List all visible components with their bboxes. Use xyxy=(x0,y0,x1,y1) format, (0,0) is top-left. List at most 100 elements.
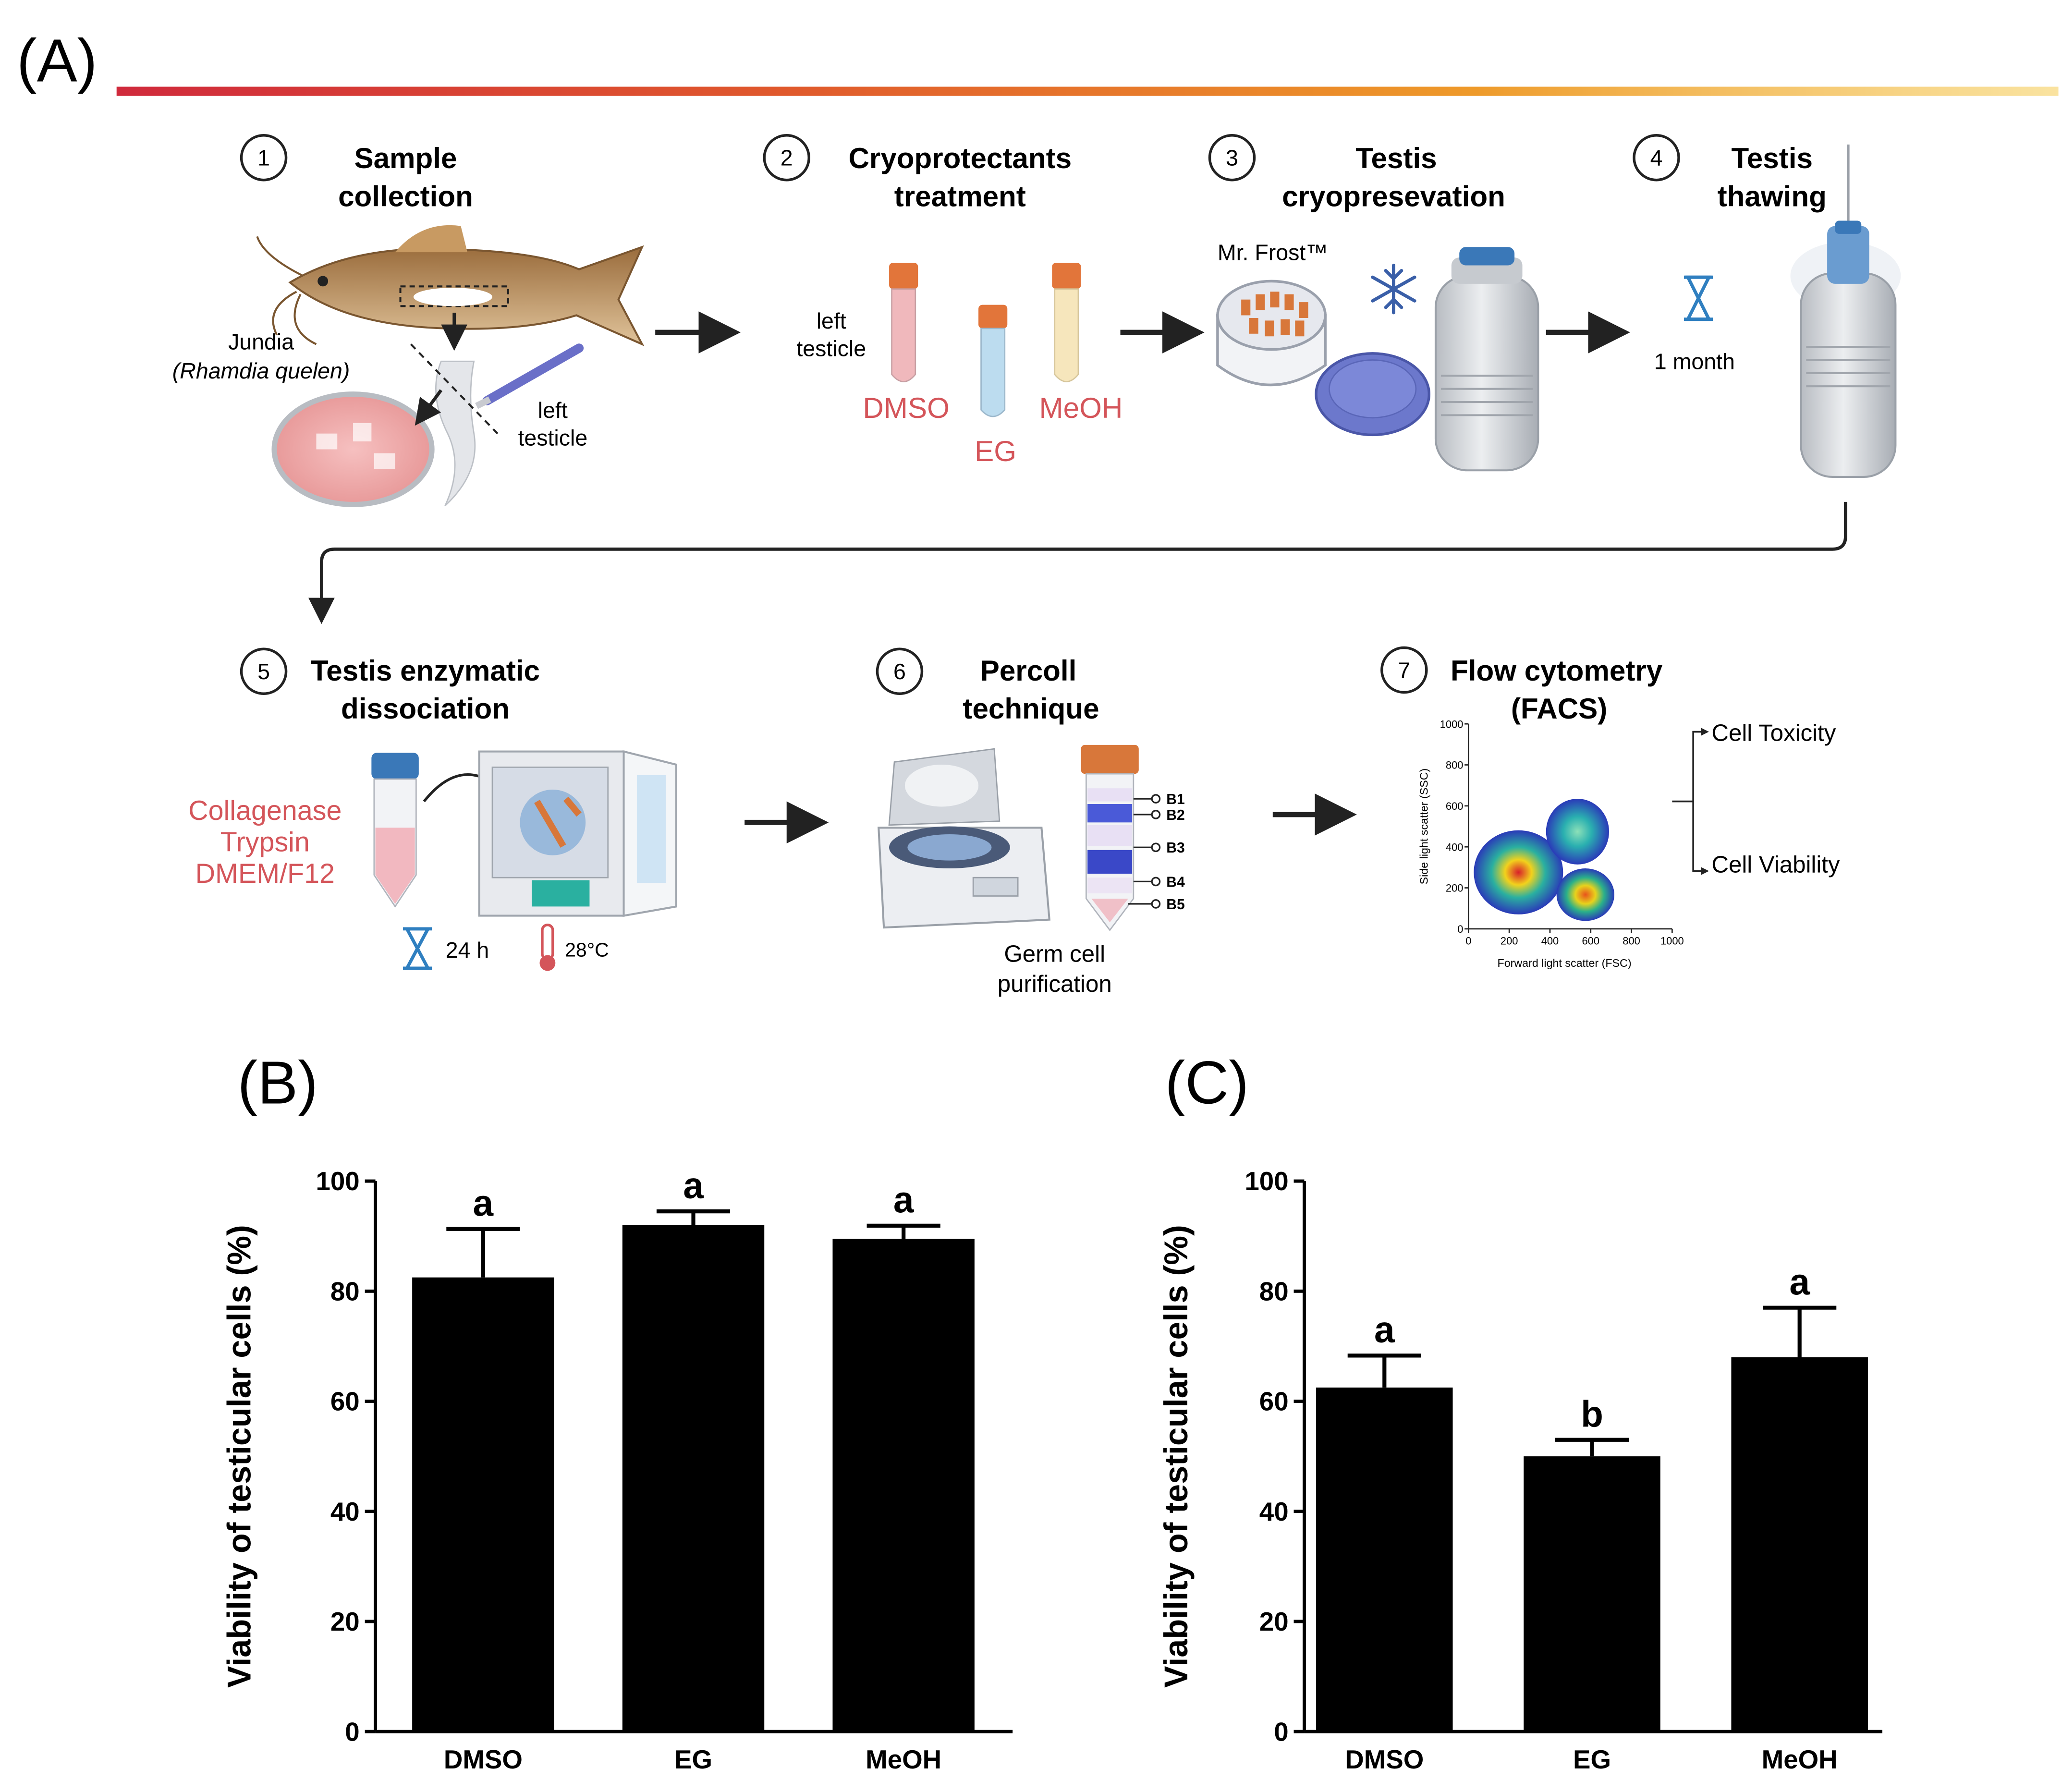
y-tick-label: 20 xyxy=(1259,1607,1289,1636)
facs-y-label: Side light scatter (SSC) xyxy=(1418,768,1430,885)
band-label: B3 xyxy=(1166,840,1184,856)
outcome-label: Cell Toxicity xyxy=(1711,720,1836,746)
y-tick-label: 100 xyxy=(1245,1166,1288,1196)
facs-x-tick-label: 1000 xyxy=(1660,935,1684,947)
step-number: 3 xyxy=(1226,146,1238,171)
tube-dmso-icon xyxy=(889,263,918,382)
step-title: Sample xyxy=(354,142,457,174)
reagent-label: DMSO xyxy=(863,392,949,424)
y-tick-label: 60 xyxy=(330,1387,360,1416)
dewar-icon xyxy=(1434,247,1539,472)
facs-x-label: Forward light scatter (FSC) xyxy=(1498,957,1632,969)
facs-x-tick-label: 600 xyxy=(1582,935,1600,947)
step-number: 2 xyxy=(781,146,793,171)
petri-dish-icon xyxy=(271,391,435,507)
fish-icon xyxy=(256,225,645,346)
step-number-badge xyxy=(1208,134,1256,182)
x-tick-label: EG xyxy=(674,1744,712,1774)
y-axis-label: Viability of testicular cells (%) xyxy=(1158,1225,1195,1688)
y-tick-label: 100 xyxy=(316,1166,359,1196)
y-tick-label: 0 xyxy=(1274,1717,1288,1746)
centrifuge-icon xyxy=(878,748,1051,929)
step-title: thawing xyxy=(1718,180,1827,212)
y-tick-label: 40 xyxy=(1259,1497,1289,1526)
step-number: 6 xyxy=(893,659,906,684)
hourglass-icon xyxy=(403,927,432,970)
panel-a-label: (A) xyxy=(17,27,98,95)
step-title: Cryoprotectants xyxy=(848,142,1072,174)
bar xyxy=(1524,1456,1660,1732)
step-title: cryopresevation xyxy=(1282,180,1505,212)
band-label: B5 xyxy=(1166,897,1184,913)
x-tick-label: DMSO xyxy=(444,1744,523,1774)
step-3: 3 Testis cryopresevation Mr. Frost™ xyxy=(1208,134,1539,472)
facs-y-tick-label: 1000 xyxy=(1440,718,1464,730)
caption: purification xyxy=(998,971,1112,997)
y-tick-label: 60 xyxy=(1259,1387,1289,1416)
flow-connector xyxy=(308,501,1847,624)
panel-b-label: (B) xyxy=(237,1049,318,1117)
significance-letter: b xyxy=(1581,1394,1603,1435)
tissue-label: left xyxy=(817,308,846,333)
species-latin: (Rhamdia quelen) xyxy=(172,358,350,383)
cell-cluster xyxy=(1474,830,1563,914)
species-name: Jundia xyxy=(228,329,294,354)
bar xyxy=(622,1225,765,1732)
band-label: B2 xyxy=(1166,807,1184,823)
step-number: 7 xyxy=(1398,658,1410,683)
step-6: 6 Percoll technique B1 xyxy=(876,647,1185,997)
x-tick-label: EG xyxy=(1573,1744,1611,1774)
thermometer-icon xyxy=(539,923,556,971)
step-number-badge xyxy=(240,134,288,182)
step-number: 5 xyxy=(257,659,270,684)
snowflake-icon xyxy=(1371,264,1416,315)
device-label: Mr. Frost™ xyxy=(1218,240,1328,265)
bar xyxy=(412,1277,554,1732)
bar xyxy=(1731,1357,1868,1732)
reagent-label: MeOH xyxy=(1039,392,1123,424)
band-label: B1 xyxy=(1166,792,1184,807)
step-number-badge xyxy=(876,647,924,695)
facs-x-tick-label: 200 xyxy=(1501,935,1518,947)
reagent-label: Collagenase xyxy=(188,795,342,826)
tissue-label: testicle xyxy=(796,336,866,361)
scalpel-sheet xyxy=(435,360,476,507)
step-title: Testis xyxy=(1732,142,1813,174)
step-5: 5 Testis enzymatic dissociation Collagen… xyxy=(188,647,678,971)
step-number-badge xyxy=(1380,646,1428,694)
y-tick-label: 80 xyxy=(330,1276,360,1306)
step-title: Flow cytometry xyxy=(1451,655,1663,687)
outcome-bracket xyxy=(1672,731,1701,872)
step-number: 1 xyxy=(257,146,270,171)
facs-y-tick-label: 800 xyxy=(1446,759,1464,771)
hourglass-icon xyxy=(1684,275,1713,321)
reagent-label: Trypsin xyxy=(220,827,310,857)
step-4: 4 Testis thawing 1 month xyxy=(1633,134,1901,478)
step-title: dissociation xyxy=(341,693,510,725)
step-number-badge xyxy=(1633,134,1680,182)
cell-cluster xyxy=(1546,799,1610,865)
mr-frost-container-icon xyxy=(1216,280,1327,387)
facs-y-tick-label: 600 xyxy=(1446,800,1464,812)
step-title: (FACS) xyxy=(1511,693,1608,725)
x-tick-label: MeOH xyxy=(866,1744,941,1774)
reagent-label: DMEM/F12 xyxy=(195,858,335,889)
bar xyxy=(832,1239,975,1732)
facs-x-tick-label: 800 xyxy=(1623,935,1640,947)
step-title: Testis enzymatic xyxy=(311,655,540,687)
caption: Germ cell xyxy=(1004,940,1105,967)
temperature-label: 28°C xyxy=(565,939,609,961)
tube-meoh-icon xyxy=(1052,263,1081,382)
outcome-label: Cell Viability xyxy=(1711,851,1840,878)
step-number-badge xyxy=(763,134,810,182)
significance-letter: a xyxy=(1374,1310,1395,1351)
y-tick-label: 0 xyxy=(345,1717,359,1746)
y-tick-label: 20 xyxy=(330,1607,360,1636)
significance-letter: a xyxy=(473,1183,494,1224)
tissue-label: left xyxy=(538,398,568,423)
tube-eg-icon xyxy=(978,305,1008,417)
facs-y-tick-label: 0 xyxy=(1457,923,1463,935)
